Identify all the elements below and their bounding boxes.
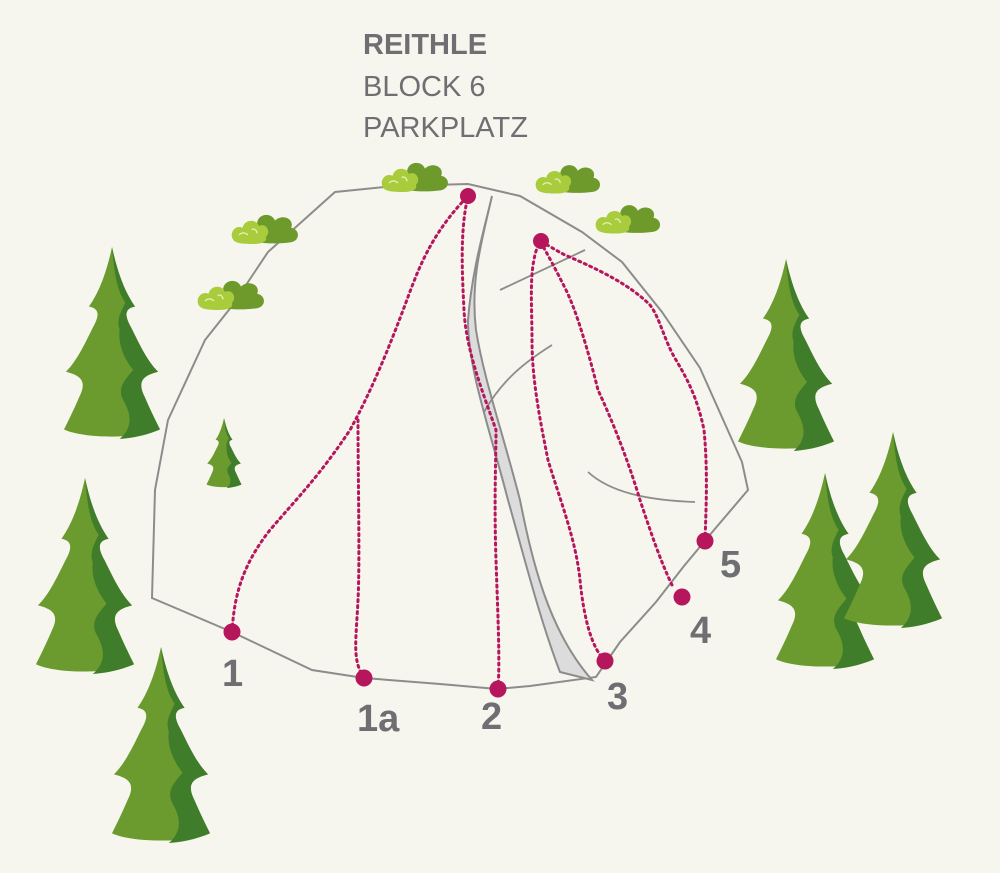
route-number-2[interactable]: 2 [481, 696, 502, 738]
route-2-start-dot[interactable] [489, 680, 507, 698]
route-number-4[interactable]: 4 [690, 610, 711, 652]
bush-icon [197, 280, 265, 311]
fir-tree-icon [776, 473, 874, 669]
route-4-line [538, 239, 674, 587]
location-label: PARKPLATZ [363, 112, 528, 144]
route-number-3[interactable]: 3 [607, 676, 628, 718]
route-1-start-dot[interactable] [223, 623, 241, 641]
fir-tree-icon [738, 259, 834, 451]
route-top-anchor[interactable] [460, 188, 476, 204]
route-3-start-dot[interactable] [596, 652, 614, 670]
fir-tree-icon [64, 247, 160, 439]
route-3-line [529, 239, 607, 663]
fir-tree-icon [36, 478, 134, 674]
crack-line [483, 344, 553, 413]
route-number-5[interactable]: 5 [720, 544, 741, 586]
route-4-start-dot[interactable] [673, 588, 691, 606]
route-1a-start-dot[interactable] [355, 669, 373, 687]
route-1-line [230, 194, 470, 634]
bush-icon [231, 214, 299, 245]
route-number-1[interactable]: 1 [222, 653, 243, 695]
fir-tree-icon [112, 647, 210, 843]
crack-line [499, 249, 586, 291]
page-title: REITHLE [363, 29, 487, 61]
crack-line [587, 471, 696, 503]
boulder-outline [150, 182, 750, 691]
fir-tree-icon [844, 432, 942, 628]
topo-title-block: REITHLE BLOCK 6 PARKPLATZ [363, 29, 528, 144]
route-5-start-dot[interactable] [696, 532, 714, 550]
bush-icon [594, 204, 661, 235]
gully-slab [466, 195, 595, 682]
fir-tree-icon [206, 418, 242, 488]
bush-icon [534, 164, 601, 195]
route-1a-line [354, 418, 366, 680]
route-5-line [538, 239, 708, 543]
route-top-anchor[interactable] [533, 233, 549, 249]
block-label: BLOCK 6 [363, 71, 486, 103]
bush-icon [381, 162, 449, 193]
route-2-line [460, 194, 501, 691]
route-number-1a[interactable]: 1a [357, 698, 400, 740]
